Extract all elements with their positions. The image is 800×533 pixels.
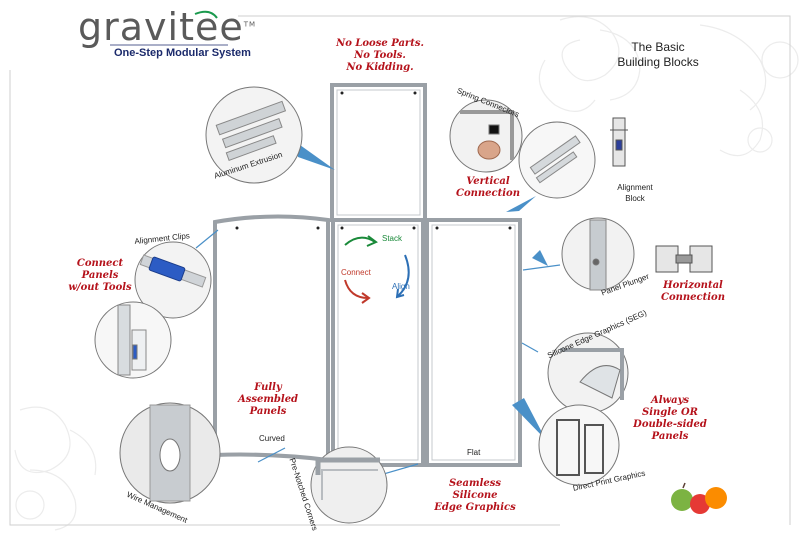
horizontal-connection-drawing	[655, 245, 713, 273]
label-alignment-block: Alignment Block	[610, 182, 660, 204]
callout-no-loose-parts: No Loose Parts. No Tools. No Kidding.	[330, 38, 430, 74]
callout-line: Edge Graphics	[434, 502, 516, 513]
plunger-pointer	[532, 250, 548, 266]
panel-plunger-circle	[561, 217, 635, 291]
label-curved: Curved	[259, 434, 285, 443]
alignment-block-drawing	[610, 117, 628, 167]
callout-line: Assembled	[237, 394, 299, 405]
callout-vertical-connection: Vertical Connection	[448, 176, 528, 200]
cycle-label-stack: Stack	[382, 234, 403, 243]
alignment-clips-circle	[134, 241, 212, 319]
logo-text: gravitee	[78, 5, 244, 49]
callout-horizontal-connection: Horizontal Connection	[648, 280, 738, 304]
clip-extrusion-circle	[94, 301, 172, 379]
frame-border-top-right	[238, 15, 791, 525]
callout-line: Always	[650, 395, 690, 406]
cycle-label-align: Align	[392, 282, 410, 291]
connector-dots	[235, 91, 512, 230]
display-panels	[213, 83, 522, 467]
callout-pointers	[293, 140, 548, 440]
callout-line: Vertical	[466, 176, 510, 187]
spring-connectors-circle	[449, 99, 523, 173]
logo-swoosh	[194, 10, 218, 19]
callout-line: No Loose Parts.	[336, 38, 424, 49]
callout-line: Horizontal	[663, 280, 723, 291]
callout-fully-assembled: Fully Assembled Panels	[228, 382, 308, 418]
panel-inner-lines	[336, 89, 516, 461]
vertical-profile-circle	[518, 121, 596, 199]
callout-line: No Kidding.	[346, 62, 414, 73]
callout-line: Fully	[254, 382, 282, 393]
callout-line: Connect	[76, 258, 124, 269]
flat-panel	[425, 218, 522, 467]
curved-panel	[213, 214, 330, 463]
page-title-line1: The Basic	[631, 40, 685, 54]
label-flat: Flat	[467, 448, 481, 457]
page-title-line2: Building Blocks	[617, 55, 699, 69]
logo-tagline: One-Step Modular System	[114, 47, 251, 59]
connect-arrow	[344, 279, 369, 299]
callout-line: Seamless	[448, 478, 502, 489]
wire-management-circle	[119, 402, 221, 504]
callout-line: Connection	[661, 292, 725, 303]
label-line: Alignment	[617, 183, 653, 192]
frame-border-bottom-left	[9, 70, 560, 526]
logo: graviteeTM	[78, 5, 256, 49]
callout-line: Single OR	[642, 407, 698, 418]
swirl-decoration-top	[538, 16, 799, 157]
callout-line: No Tools.	[354, 50, 406, 61]
callout-seamless-silicone: Seamless Silicone Edge Graphics	[425, 478, 525, 514]
align-arrow	[397, 254, 410, 297]
logo-trademark: TM	[243, 20, 257, 29]
swirl-decoration-bottom	[14, 406, 97, 531]
cycle-label-connect: Connect	[341, 268, 371, 277]
callout-line: Panels	[81, 270, 119, 281]
label-line: Block	[625, 194, 645, 203]
page-title: The Basic Building Blocks	[608, 40, 708, 70]
callout-line: Silicone	[452, 490, 498, 501]
callout-line: Panels	[651, 431, 689, 442]
aluminum-pointer	[293, 140, 335, 170]
fruit-icon	[671, 482, 727, 514]
callout-connect-panels: Connect Panels w/out Tools	[60, 258, 140, 294]
callout-line: Connection	[456, 188, 520, 199]
print-pointer	[512, 398, 546, 440]
callout-leader-lines	[195, 229, 561, 476]
detail-circles	[94, 86, 713, 524]
callout-line: Panels	[249, 406, 287, 417]
cycle-arrows	[344, 235, 410, 304]
prenotched-circle	[310, 446, 388, 524]
callout-line: w/out Tools	[68, 282, 132, 293]
top-panel	[330, 83, 427, 222]
callout-always-single-double: Always Single OR Double-sided Panels	[625, 395, 715, 443]
center-panel	[331, 218, 425, 467]
aluminum-extrusion-circle	[205, 86, 303, 184]
direct-print-circle	[538, 404, 620, 486]
connection-pointer	[506, 196, 536, 212]
callout-line: Double-sided	[633, 419, 707, 430]
